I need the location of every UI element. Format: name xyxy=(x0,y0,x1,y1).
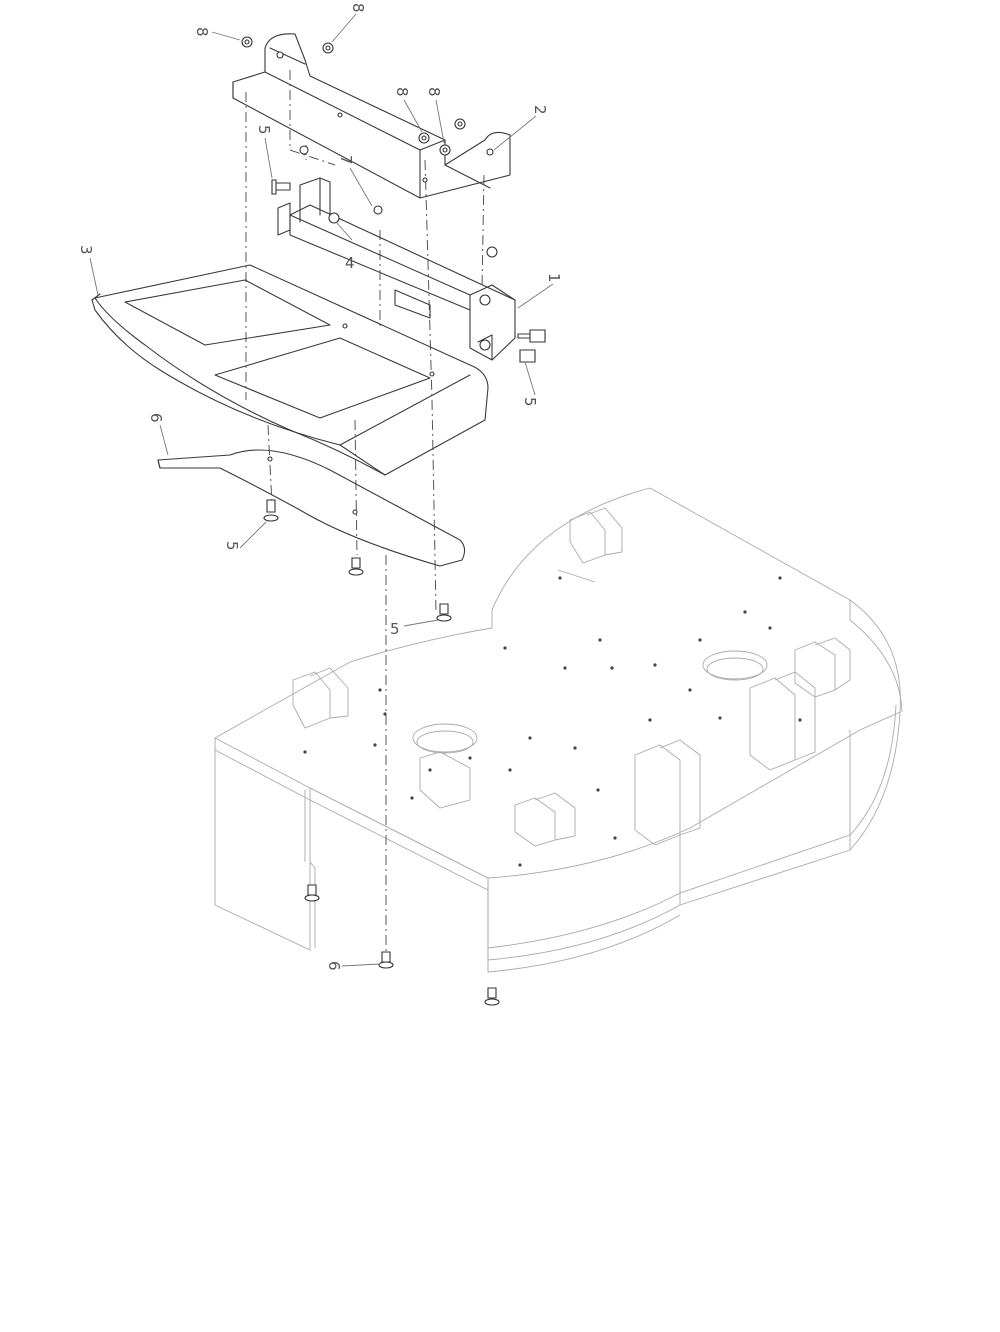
screw-6a xyxy=(304,884,320,902)
callout-5: 5 xyxy=(390,620,400,638)
bolt-5f xyxy=(436,603,452,622)
callout-5: 5 xyxy=(521,397,539,407)
mounting-bracket-part-2 xyxy=(232,33,511,199)
bolt-5d xyxy=(263,499,279,522)
callout-1: 1 xyxy=(545,273,563,283)
bolt-5a xyxy=(271,179,291,195)
callout-8: 8 xyxy=(349,3,367,13)
mower-deck xyxy=(214,487,903,973)
callout-5: 5 xyxy=(255,125,273,135)
bolt-5e xyxy=(348,557,364,576)
bolt-5c xyxy=(519,349,536,363)
nut-8a xyxy=(241,36,253,48)
leader-lines xyxy=(89,13,554,967)
callout-5: 5 xyxy=(223,541,241,551)
callout-6: 6 xyxy=(147,413,165,423)
bolt-5b xyxy=(517,329,546,343)
deflector-plate-part-3 xyxy=(91,264,489,476)
nut-8c xyxy=(418,132,430,144)
callout-6: 6 xyxy=(325,961,343,971)
callout-7: 7 xyxy=(337,155,355,165)
callout-2: 2 xyxy=(531,105,549,115)
callout-8: 8 xyxy=(393,87,411,97)
callout-3: 3 xyxy=(77,245,95,255)
assembly-lines xyxy=(245,70,485,955)
callout-4: 4 xyxy=(345,254,355,272)
callout-labels: 8 8 8 8 2 5 7 4 3 1 5 6 5 5 6 xyxy=(77,3,563,971)
callout-8: 8 xyxy=(193,27,211,37)
nut-8b xyxy=(322,42,334,54)
screw-6b xyxy=(378,951,394,969)
callout-8: 8 xyxy=(425,87,443,97)
skid-runner-part-9 xyxy=(157,449,466,567)
nut-8f xyxy=(299,145,309,155)
nut-8e xyxy=(454,118,466,130)
cross-bar-part-1 xyxy=(277,177,516,361)
nut-8d xyxy=(439,144,451,156)
hardware xyxy=(241,36,546,1006)
screw-6c xyxy=(484,987,500,1006)
